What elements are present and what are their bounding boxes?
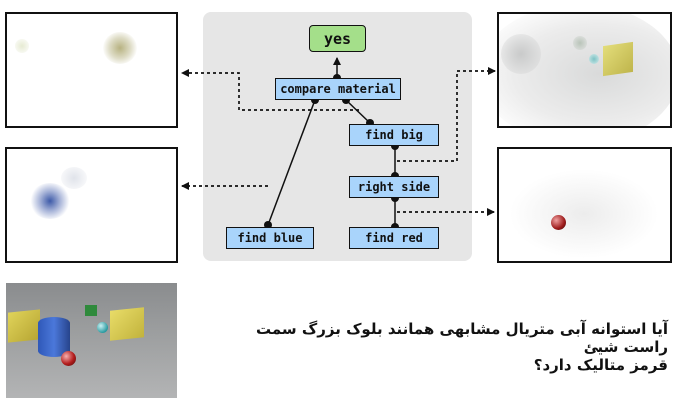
attention-map-right-side	[497, 147, 672, 263]
edge-findbig-to-compare	[345, 99, 371, 124]
compare-material-node: compare material	[275, 78, 401, 100]
find-red-node: find red	[349, 227, 439, 249]
find-big-node: find big	[349, 124, 439, 146]
attention-blob	[103, 32, 137, 64]
question-line-2: قرمز متالیک دارد؟	[533, 356, 668, 374]
scene-image	[6, 283, 177, 398]
right-side-node: right side	[349, 176, 439, 198]
attention-blob	[61, 167, 87, 189]
edge-findblue-to-compare	[267, 99, 316, 226]
blue-cylinder	[38, 317, 70, 357]
yellow-cube-left	[8, 309, 40, 343]
attention-blob	[15, 39, 29, 53]
attention-blob	[509, 169, 659, 259]
red-sphere-highlight	[551, 215, 566, 230]
yellow-cube-right	[110, 307, 144, 341]
cyan-sphere	[97, 322, 108, 333]
attention-map-find-blue	[5, 147, 178, 263]
attention-map-compare-material	[5, 12, 178, 128]
red-sphere	[61, 351, 76, 366]
attention-blob	[573, 36, 587, 50]
attention-blob	[29, 183, 71, 219]
attention-arrow-compare	[181, 69, 359, 111]
attention-arrow-find-big	[397, 67, 496, 162]
attention-blob	[501, 34, 541, 74]
attention-map-find-big	[497, 12, 672, 128]
answer-node: yes	[309, 25, 366, 52]
green-cube	[85, 305, 97, 316]
attention-blob	[589, 54, 599, 64]
find-blue-node: find blue	[226, 227, 314, 249]
question-line-1: آیا استوانه آبی متریال مشابهی همانند بلو…	[255, 320, 668, 356]
